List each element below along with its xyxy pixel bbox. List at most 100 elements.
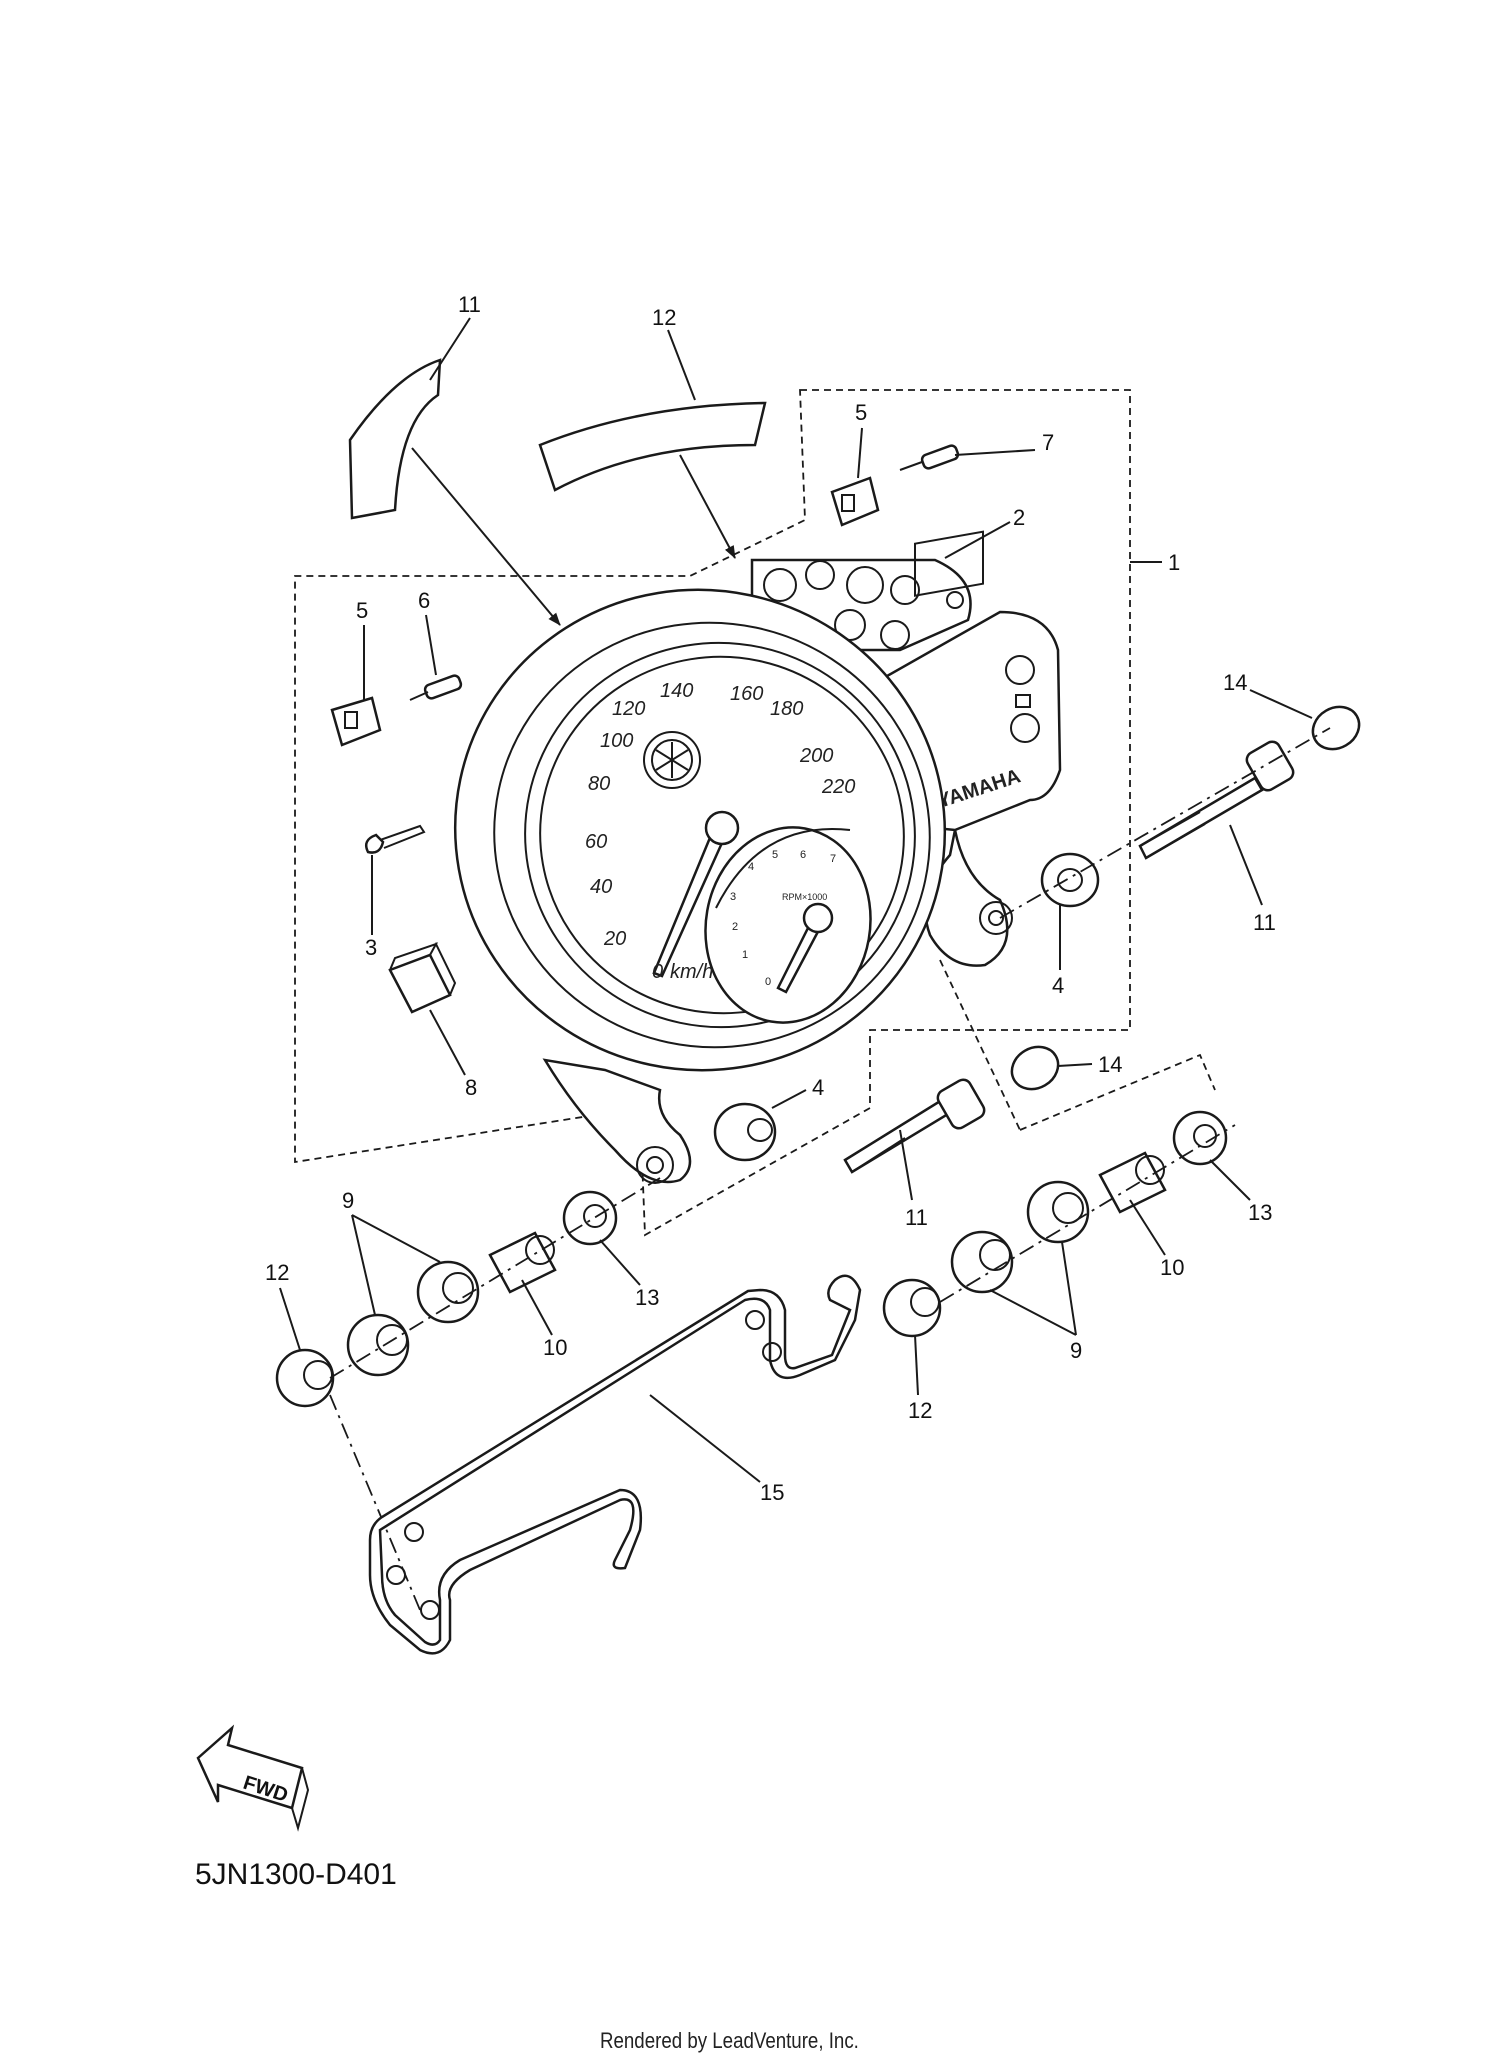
callout-4-upper: 4 — [1052, 973, 1064, 998]
callout-10-right: 10 — [1160, 1255, 1184, 1280]
leader-12-right — [914, 1334, 919, 1396]
nut-12-left — [275, 1348, 335, 1408]
speed-label-160: 160 — [730, 683, 763, 705]
leader-11-lower — [899, 1129, 913, 1201]
callout-4-lower: 4 — [812, 1075, 824, 1100]
tacho-label-2: 2 — [732, 921, 738, 933]
leader-7 — [954, 449, 1036, 456]
tacho-label-1: 1 — [742, 949, 748, 961]
leader-11-upper — [1229, 824, 1263, 906]
bulb-6 — [409, 674, 463, 701]
tacho-label-7: 7 — [830, 853, 836, 865]
callout-1: 1 — [1168, 550, 1180, 575]
callout-17: 12 — [652, 305, 676, 330]
callout-5-upper: 5 — [855, 400, 867, 425]
axis-line-right — [939, 1124, 1236, 1303]
callout-5-lower: 5 — [356, 598, 368, 623]
callout-6: 6 — [418, 588, 430, 613]
collar-10-right — [1098, 1151, 1167, 1214]
speed-label-220: 220 — [821, 776, 855, 798]
bracket-hole-right — [979, 901, 1013, 935]
leader-14-upper — [1249, 689, 1313, 719]
callout-10-left: 10 — [543, 1335, 567, 1360]
speed-label-20: 20 — [603, 928, 626, 950]
speed-label-120: 120 — [612, 698, 645, 720]
cap-14-upper — [1311, 705, 1361, 751]
leader-5-upper — [857, 427, 863, 479]
leader-13-right — [1209, 1159, 1251, 1201]
damper-9-right-a — [950, 1230, 1014, 1294]
nut-12-right — [882, 1278, 942, 1338]
callout-15: 15 — [760, 1480, 784, 1505]
collar-4-upper — [1040, 852, 1100, 908]
damper-9-right-b — [1026, 1180, 1090, 1244]
tacho-label-4: 4 — [748, 861, 754, 873]
bulb-socket-5-lower — [330, 696, 382, 747]
speed-label-80: 80 — [588, 773, 610, 795]
fwd-arrow-icon: FWD — [196, 1724, 310, 1832]
speed-unit: km/h — [670, 961, 713, 983]
callout-2: 2 — [1013, 505, 1025, 530]
bolt-11-lower — [843, 1078, 986, 1174]
leader-16 — [429, 317, 471, 381]
tacho-label-3: 3 — [730, 891, 736, 903]
callout-12-right-label: 12 — [908, 1398, 932, 1423]
speed-label-60: 60 — [585, 831, 607, 853]
lens-strip-16 — [348, 358, 442, 520]
stay-bracket-15 — [368, 1274, 862, 1655]
speed-label-40: 40 — [590, 876, 612, 898]
axis-line-left — [329, 1177, 661, 1379]
speed-label-140: 140 — [660, 680, 693, 702]
speedometer-gauge: 0 km/h 20 40 60 80 100 120 140 160 180 2… — [453, 588, 947, 1072]
tacho-label-5: 5 — [772, 849, 778, 861]
washer-13-left — [562, 1190, 618, 1246]
callout-14-upper: 14 — [1223, 670, 1247, 695]
callout-11-upper: 11 — [1253, 910, 1276, 935]
collar-4-lower — [713, 1102, 777, 1162]
leader-13-left — [599, 1239, 641, 1286]
callout-13-right: 13 — [1248, 1200, 1272, 1225]
speed-label-200: 200 — [799, 745, 833, 767]
leader-9-left — [351, 1214, 441, 1316]
rendered-by-footer: Rendered by LeadVenture, Inc. — [600, 2028, 859, 2053]
washer-13-right — [1172, 1110, 1228, 1166]
callout-7: 7 — [1042, 430, 1054, 455]
bolt-11-upper — [1138, 740, 1295, 860]
leader-2 — [944, 521, 1011, 559]
cap-14-lower — [1010, 1045, 1060, 1091]
dash-offset-right — [939, 959, 1216, 1131]
collar-10-left — [488, 1231, 557, 1294]
arrow-16 — [411, 447, 561, 626]
lens-strip-17 — [538, 401, 767, 492]
speed-label-0: 0 — [652, 961, 663, 983]
leader-12-left — [279, 1287, 301, 1351]
tacho-unit: RPM×1000 — [782, 892, 827, 902]
leader-6 — [425, 614, 437, 676]
damper-9-left-a — [346, 1313, 410, 1377]
callout-3: 3 — [365, 935, 377, 960]
meter-bracket-left — [542, 1058, 692, 1184]
tacho-label-6: 6 — [800, 849, 806, 861]
grommet-8 — [388, 941, 457, 1014]
damper-9-left-b — [416, 1260, 480, 1324]
bulb-7 — [899, 444, 960, 471]
leader-15 — [649, 1394, 761, 1483]
axis-line-upper — [999, 727, 1331, 919]
callout-8: 8 — [465, 1075, 477, 1100]
callout-13-left: 13 — [635, 1285, 659, 1310]
callout-14-lower: 14 — [1098, 1052, 1122, 1077]
speed-label-180: 180 — [770, 698, 803, 720]
speed-label-100: 100 — [600, 730, 633, 752]
bulb-socket-5-upper — [830, 476, 880, 527]
tacho-label-0: 0 — [765, 976, 771, 988]
leader-10-right — [1129, 1199, 1166, 1256]
leader-8 — [429, 1009, 466, 1076]
callout-16: 11 — [458, 292, 481, 317]
yamaha-emblem — [643, 731, 701, 789]
arrow-17 — [679, 454, 736, 559]
callout-11-lower: 11 — [905, 1205, 928, 1230]
tachometer-dial — [704, 826, 872, 1024]
leader-14-lower — [1057, 1063, 1093, 1067]
screw-3 — [365, 824, 426, 854]
